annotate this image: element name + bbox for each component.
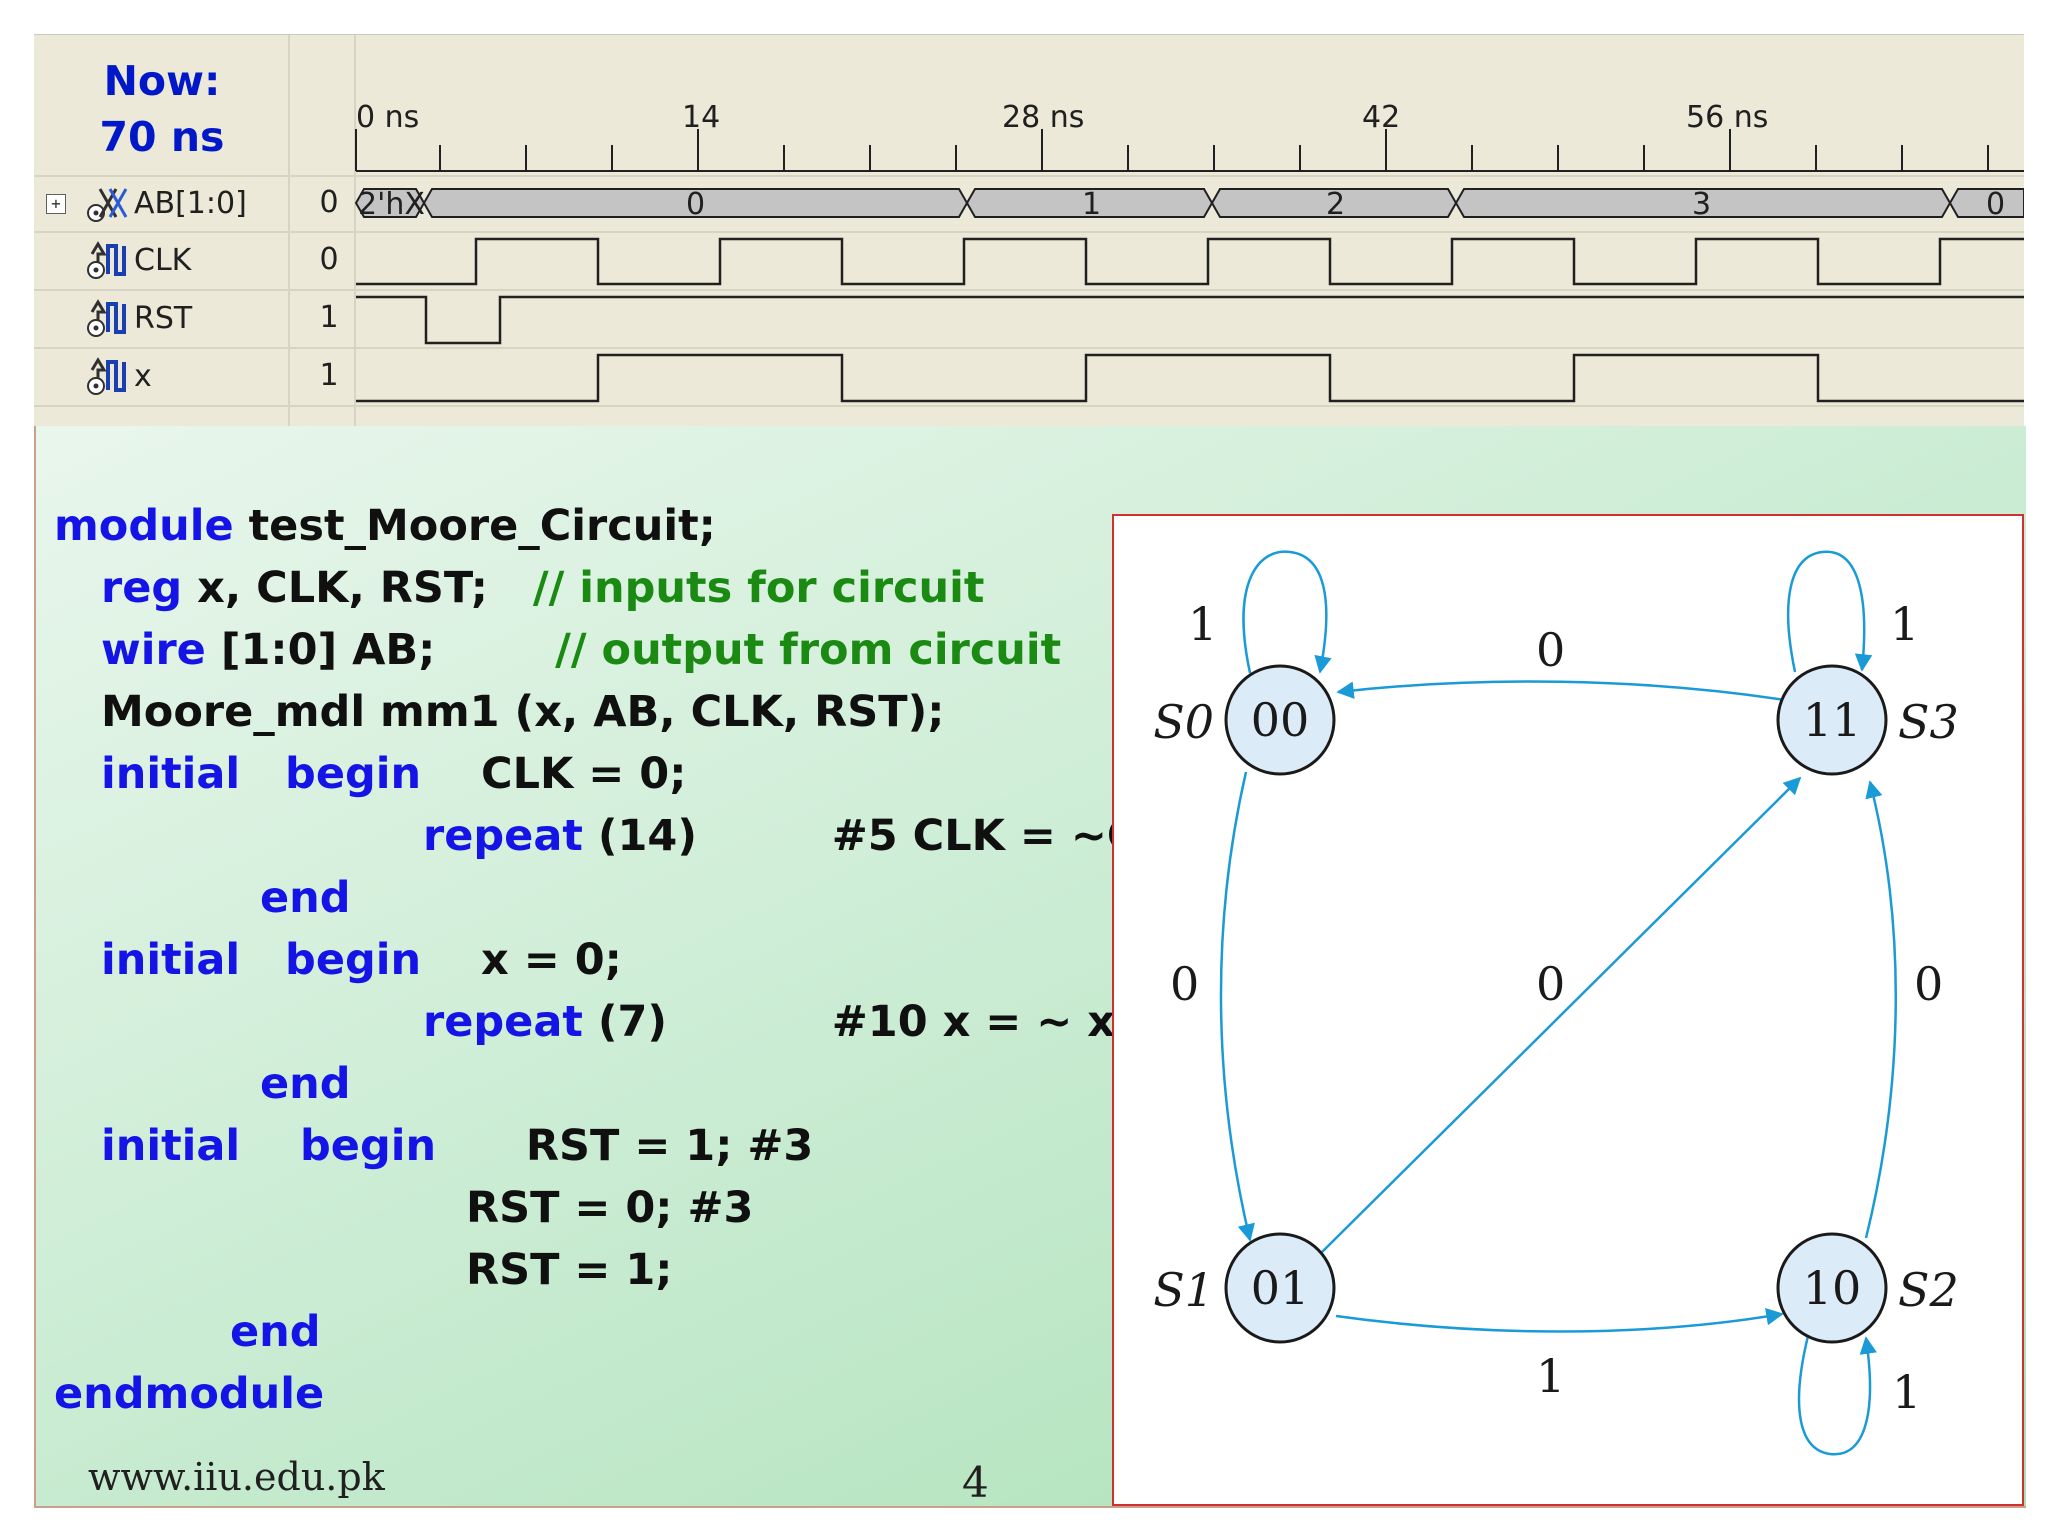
- bit-signal-icon: [87, 299, 126, 337]
- state-diagram-canvas: 1 0 1 0 1 0 1 0 00 S0 11 S3 01 S1 10 S2: [1153, 550, 1959, 1456]
- edge-label-s3-s3: 1: [1890, 597, 1919, 651]
- state-name: S2: [1898, 1263, 1959, 1317]
- waveform-viewer: Now: 70 ns + AB[1:0] 0 CLK 0 RST 1: [34, 34, 2024, 427]
- edge-s3-s0: [1336, 680, 1786, 702]
- signal-value: 1: [319, 300, 339, 335]
- bus-value-label: 0: [686, 187, 705, 222]
- edge-s0-s1: [1219, 771, 1255, 1242]
- edge-s0-s0: [1242, 550, 1332, 674]
- time-tick-label: 42: [1362, 100, 1400, 135]
- expand-bus-button[interactable]: +: [46, 194, 66, 214]
- now-label: Now:: [103, 57, 221, 105]
- rst-trace: [356, 295, 2024, 345]
- state-name: S1: [1153, 1263, 1214, 1317]
- signal-row-clk[interactable]: CLK: [86, 235, 191, 285]
- clk-trace: [356, 237, 2024, 286]
- current-time-display: Now: 70 ns: [34, 53, 290, 165]
- state-node-s3: 11 S3: [1776, 664, 1959, 776]
- state-node-s1: 01 S1: [1153, 1232, 1336, 1344]
- svg-text:10: 10: [1803, 1261, 1862, 1315]
- signal-row-ab[interactable]: AB[1:0]: [86, 178, 247, 228]
- code-line: reg x, CLK, RST; // inputs for circuit: [101, 563, 985, 613]
- state-node-s0: 00 S0: [1153, 664, 1336, 776]
- bit-signal-icon: [87, 357, 126, 395]
- ab-bus-trace: 2'hX 0 1 2 3 0: [354, 187, 2024, 222]
- edge-label-s3-s0: 0: [1536, 623, 1565, 677]
- time-ruler: 0 ns 14 28 ns 42 56 ns: [355, 100, 2024, 172]
- signal-name: CLK: [134, 242, 192, 278]
- time-tick-label: 0 ns: [356, 100, 419, 135]
- edge-s3-s3: [1786, 550, 1873, 673]
- signal-name: AB[1:0]: [134, 185, 247, 221]
- code-line: end: [230, 1307, 321, 1357]
- edge-label-s0-s0: 1: [1188, 597, 1217, 651]
- signal-value: 0: [319, 242, 339, 277]
- row-divider: [34, 289, 2024, 291]
- edge-s2-s2: [1797, 1335, 1877, 1456]
- time-tick-label: 56 ns: [1686, 100, 1768, 135]
- edge-label-s2-s3: 0: [1914, 957, 1943, 1011]
- svg-text:00: 00: [1251, 693, 1310, 747]
- state-diagram: 1 0 1 0 1 0 1 0 00 S0 11 S3 01 S1 10 S2: [1112, 514, 2024, 1506]
- code-line: endmodule: [54, 1369, 325, 1419]
- code-line: initial begin RST = 1; #3: [101, 1121, 814, 1171]
- edge-label-s2-s2: 1: [1892, 1365, 1921, 1419]
- row-divider: [34, 175, 2024, 177]
- edge-label-s0-s1: 0: [1170, 957, 1199, 1011]
- bus-value-label: 1: [1082, 187, 1101, 222]
- row-divider: [34, 405, 2024, 407]
- code-line: initial begin CLK = 0;: [101, 749, 687, 799]
- signal-name: RST: [134, 300, 193, 336]
- footer-url: www.iiu.edu.pk: [88, 1455, 385, 1499]
- bus-value-label: 2'hX: [358, 187, 425, 222]
- row-divider: [34, 347, 2024, 349]
- state-name: S3: [1898, 695, 1959, 749]
- bit-signal-icon: [87, 241, 126, 279]
- code-line: module test_Moore_Circuit;: [54, 501, 716, 551]
- now-value: 70 ns: [99, 113, 225, 161]
- time-tick-label: 14: [682, 100, 720, 135]
- bus-signal-icon: [87, 188, 128, 222]
- waveform-plot[interactable]: 0 ns 14 28 ns 42 56 ns 2'hX 0 1 2 3 0: [34, 35, 2024, 427]
- code-line: end: [260, 1059, 351, 1109]
- code-line: RST = 0; #3: [466, 1183, 754, 1233]
- code-line: repeat (7) #10 x = ~ x;: [423, 997, 1133, 1047]
- signal-row-x[interactable]: x: [86, 351, 152, 401]
- svg-text:01: 01: [1251, 1261, 1310, 1315]
- bus-value-label: 3: [1692, 187, 1711, 222]
- code-line: end: [260, 873, 351, 923]
- edge-s2-s3: [1864, 780, 1897, 1239]
- time-tick-label: 28 ns: [1002, 100, 1084, 135]
- code-line: initial begin x = 0;: [101, 935, 622, 985]
- row-divider: [34, 231, 2024, 233]
- state-node-s2: 10 S2: [1776, 1232, 1959, 1344]
- svg-text:11: 11: [1803, 693, 1862, 747]
- code-line: Moore_mdl mm1 (x, AB, CLK, RST);: [101, 687, 945, 737]
- page-number: 4: [962, 1458, 989, 1507]
- signal-name: x: [134, 358, 152, 394]
- edge-label-s1-s3: 0: [1536, 957, 1565, 1011]
- x-trace: [356, 353, 2024, 403]
- code-line: RST = 1;: [466, 1245, 673, 1295]
- bus-value-label: 0: [1986, 187, 2005, 222]
- edge-s1-s3: [1319, 776, 1802, 1255]
- state-name: S0: [1153, 695, 1214, 749]
- signal-value: 1: [319, 358, 339, 393]
- code-line: repeat (14) #5 CLK = ~CLK;: [423, 811, 1217, 861]
- code-line: wire [1:0] AB; // output from circuit: [101, 625, 1062, 675]
- signal-row-rst[interactable]: RST: [86, 293, 192, 343]
- edge-s1-s2: [1335, 1307, 1784, 1333]
- signal-value: 0: [319, 185, 339, 220]
- edge-label-s1-s2: 1: [1536, 1349, 1565, 1403]
- bus-value-label: 2: [1326, 187, 1345, 222]
